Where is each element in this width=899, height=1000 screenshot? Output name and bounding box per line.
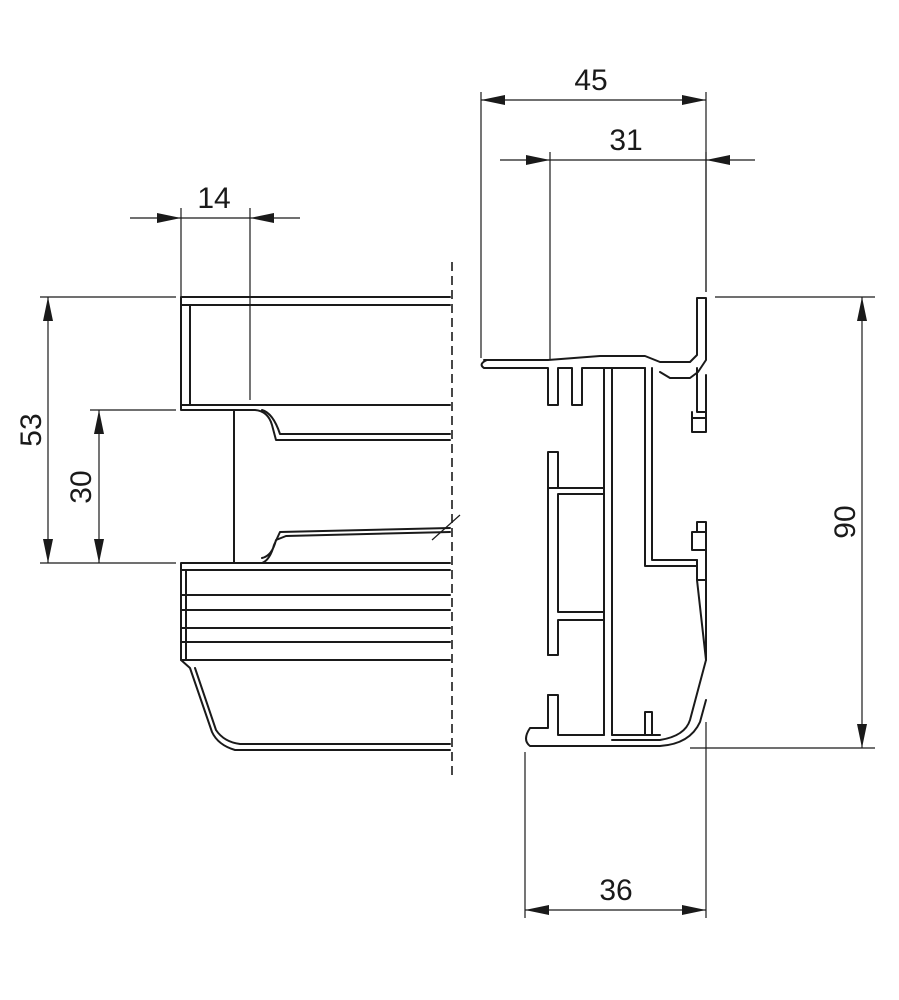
dimension-90-label: 90	[829, 505, 862, 538]
dimension-45-label: 45	[574, 64, 607, 97]
right-profile-view	[480, 297, 707, 747]
dimension-30-label: 30	[65, 470, 98, 503]
left-profile-view	[180, 262, 461, 780]
dimension-14-label: 14	[197, 182, 230, 215]
dimension-lines	[40, 92, 875, 918]
dimension-36-label: 36	[599, 874, 632, 907]
dimension-31-label: 31	[609, 124, 642, 157]
dimension-53-label: 53	[15, 413, 48, 446]
